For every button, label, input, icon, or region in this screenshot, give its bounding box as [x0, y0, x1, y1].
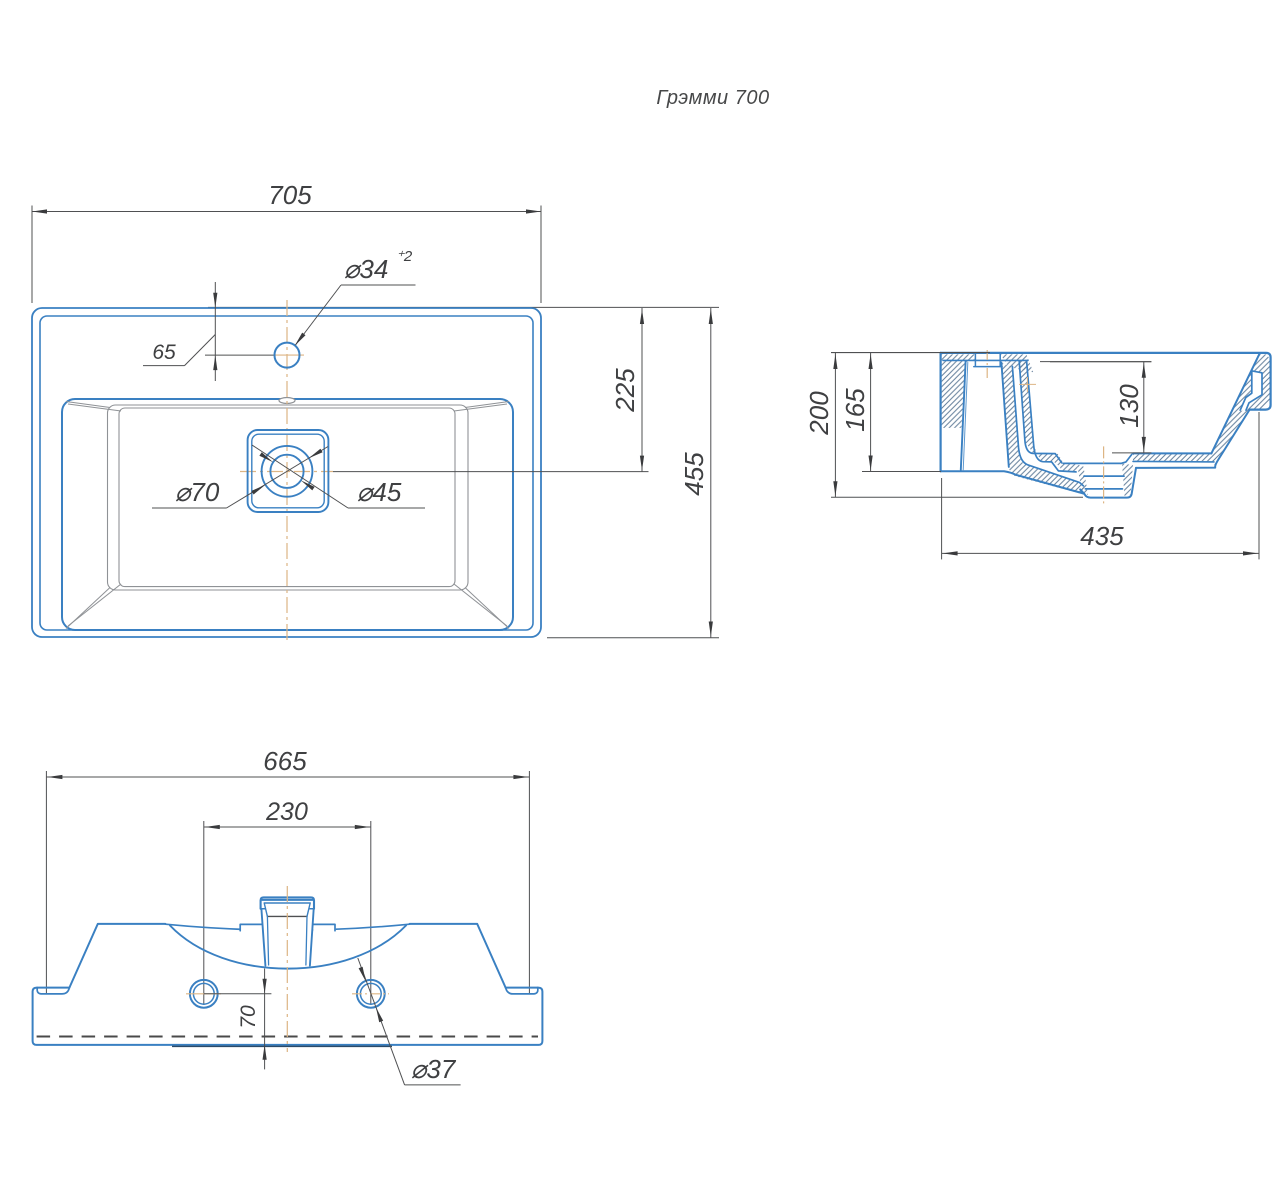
- svg-text:⌀45: ⌀45: [357, 477, 402, 507]
- svg-text:Грэмми 700: Грэмми 700: [656, 87, 769, 109]
- svg-text:665: 665: [263, 746, 307, 776]
- svg-text:⌀37: ⌀37: [411, 1054, 457, 1084]
- svg-text:705: 705: [268, 180, 312, 210]
- svg-text:455: 455: [679, 452, 709, 496]
- svg-text:⁺2: ⁺2: [396, 248, 413, 265]
- svg-text:435: 435: [1080, 521, 1124, 551]
- svg-text:230: 230: [265, 798, 308, 826]
- svg-text:165: 165: [840, 388, 870, 432]
- svg-text:65: 65: [152, 341, 176, 364]
- svg-text:⌀70: ⌀70: [175, 477, 220, 507]
- svg-text:⌀34: ⌀34: [344, 254, 389, 284]
- svg-text:70: 70: [237, 1005, 260, 1029]
- svg-text:200: 200: [804, 391, 834, 436]
- svg-text:225: 225: [610, 368, 640, 413]
- svg-text:130: 130: [1114, 384, 1144, 428]
